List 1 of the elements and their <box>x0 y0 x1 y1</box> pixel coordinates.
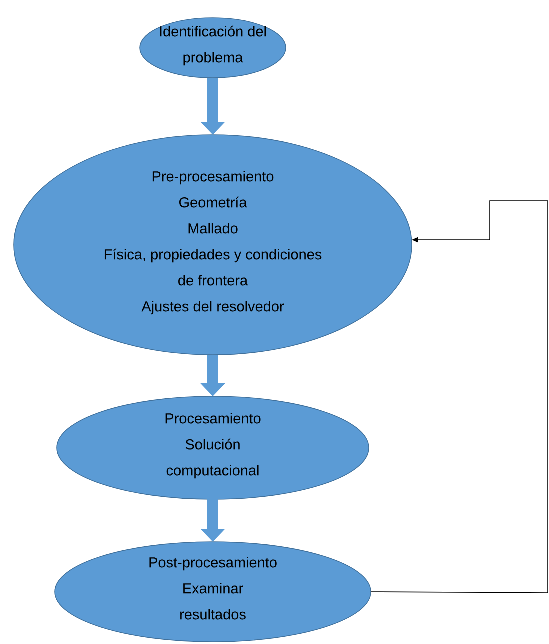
feedback-arrow <box>370 200 548 594</box>
